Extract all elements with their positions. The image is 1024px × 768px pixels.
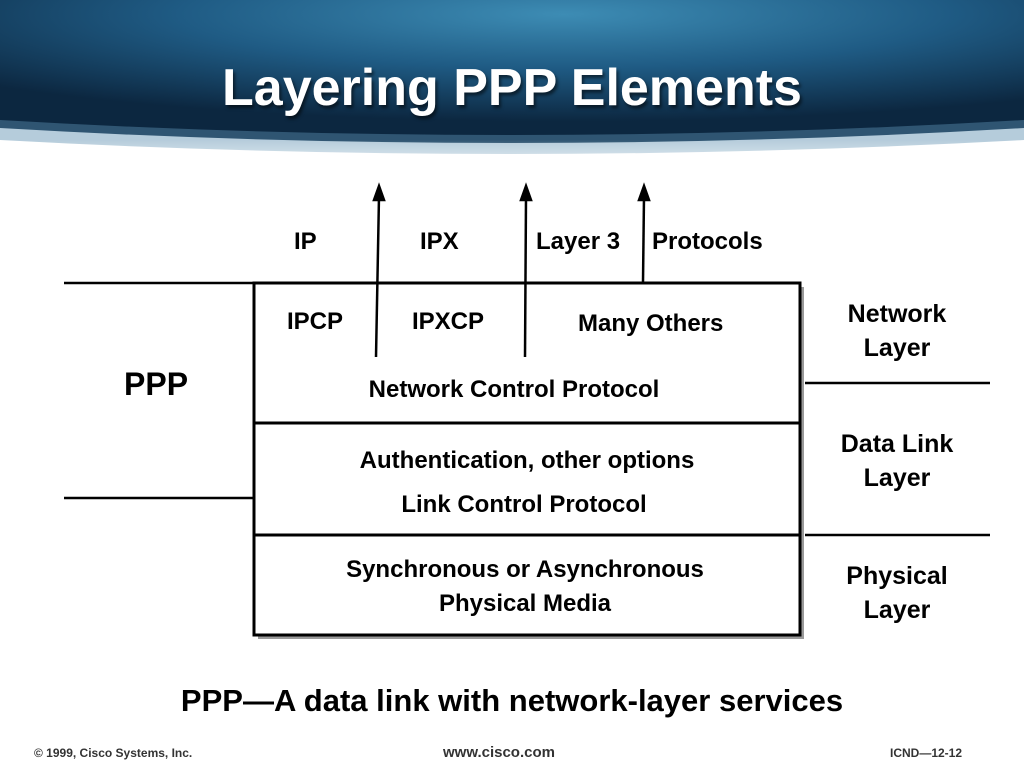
- ncp-many-others: Many Others: [578, 310, 724, 337]
- banner-graphic: [0, 0, 1024, 180]
- slide-title: Layering PPP Elements: [222, 59, 802, 117]
- datalink-layer-line2: Layer: [863, 464, 931, 492]
- protocol-protocols: Protocols: [652, 228, 763, 255]
- ncp-ipxcp: IPXCP: [412, 308, 485, 335]
- protocol-ip: IP: [294, 228, 317, 255]
- datalink-layer-line1: Data Link: [840, 430, 954, 458]
- footer-url[interactable]: www.cisco.com: [443, 744, 555, 761]
- physical-media-line2: Physical Media: [438, 590, 612, 617]
- footer-slide-id: ICND—12-12: [890, 746, 963, 760]
- slide-caption: PPP—A data link with network-layer servi…: [180, 683, 844, 718]
- physical-layer-label: Physical Layer: [822, 559, 972, 627]
- physical-layer-line1: Physical: [846, 562, 948, 590]
- physical-layer-line2: Layer: [863, 596, 931, 624]
- title-banner: [0, 0, 1024, 180]
- lcp-label: Link Control Protocol: [401, 491, 647, 518]
- ppp-stack-box: [252, 281, 802, 637]
- lcp-options-label: Authentication, other options: [359, 447, 695, 474]
- others-arrow-head: [637, 182, 651, 202]
- ppp-label: PPP: [124, 366, 189, 402]
- network-layer-line1: Network: [847, 300, 947, 328]
- physical-media-line1: Synchronous or Asynchronous: [346, 556, 704, 583]
- protocol-layer3: Layer 3: [536, 228, 621, 255]
- ncp-label: Network Control Protocol: [368, 376, 660, 403]
- ncp-ipcp: IPCP: [287, 308, 344, 335]
- footer-copyright: © 1999, Cisco Systems, Inc.: [34, 746, 193, 760]
- ipxcp-arrow-head: [519, 182, 533, 202]
- network-layer-label: Network Layer: [822, 297, 972, 365]
- ipcp-arrow-head: [372, 182, 386, 202]
- network-layer-line2: Layer: [863, 334, 931, 362]
- datalink-layer-label: Data Link Layer: [822, 427, 972, 495]
- ipxcp-arrow: [523, 195, 528, 358]
- ipcp-arrow: [374, 195, 381, 358]
- others-arrow: [641, 195, 646, 283]
- protocol-ipx: IPX: [420, 228, 459, 255]
